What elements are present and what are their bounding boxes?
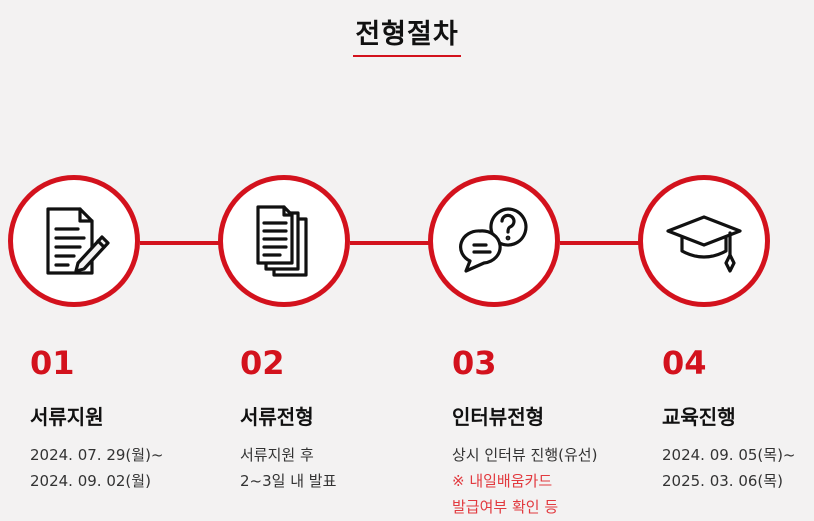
step-4-line-1: 2024. 09. 05(목)~: [662, 446, 796, 464]
step-4-title: 교육진행: [662, 405, 736, 429]
page-title: 전형절차: [353, 12, 461, 57]
step-3-note-1: ※ 내일배움카드: [452, 472, 553, 490]
step-2-desc: 서류지원 후 2~3일 내 발표: [240, 442, 336, 494]
step-3-desc: 상시 인터뷰 진행(유선) ※ 내일배움카드 발급여부 확인 등: [452, 442, 597, 520]
step-2-number: 02: [240, 344, 285, 382]
page-title-wrap: 전형절차: [0, 12, 814, 57]
step-2-title: 서류전형: [240, 405, 314, 429]
step-2-line-1: 서류지원 후: [240, 446, 314, 464]
step-1-title: 서류지원: [30, 405, 104, 429]
step-3-number: 03: [452, 344, 497, 382]
step-3-line-1: 상시 인터뷰 진행(유선): [452, 446, 598, 464]
document-edit-icon: [46, 207, 110, 275]
step-3-title: 인터뷰전형: [452, 405, 544, 429]
step-2-circle: [218, 175, 350, 307]
step-4-number: 04: [662, 344, 707, 382]
step-1-desc: 2024. 07. 29(월)~ 2024. 09. 02(월): [30, 442, 164, 494]
documents-stack-icon: [256, 205, 308, 277]
connector-2-3: [350, 241, 430, 245]
step-3-note-2: 발급여부 확인 등: [452, 498, 559, 516]
step-1-number: 01: [30, 344, 75, 382]
graduation-cap-icon: [666, 215, 742, 273]
step-1-circle: [8, 175, 140, 307]
step-4-line-2: 2025. 03. 06(목): [662, 472, 783, 490]
step-1-line-2: 2024. 09. 02(월): [30, 472, 151, 490]
step-3-circle: [428, 175, 560, 307]
step-2-line-2: 2~3일 내 발표: [240, 472, 337, 490]
step-1-line-1: 2024. 07. 29(월)~: [30, 446, 164, 464]
step-4-desc: 2024. 09. 05(목)~ 2025. 03. 06(목): [662, 442, 796, 494]
connector-1-2: [140, 241, 220, 245]
chat-question-icon: [459, 207, 528, 273]
connector-3-4: [560, 241, 640, 245]
step-4-circle: [638, 175, 770, 307]
